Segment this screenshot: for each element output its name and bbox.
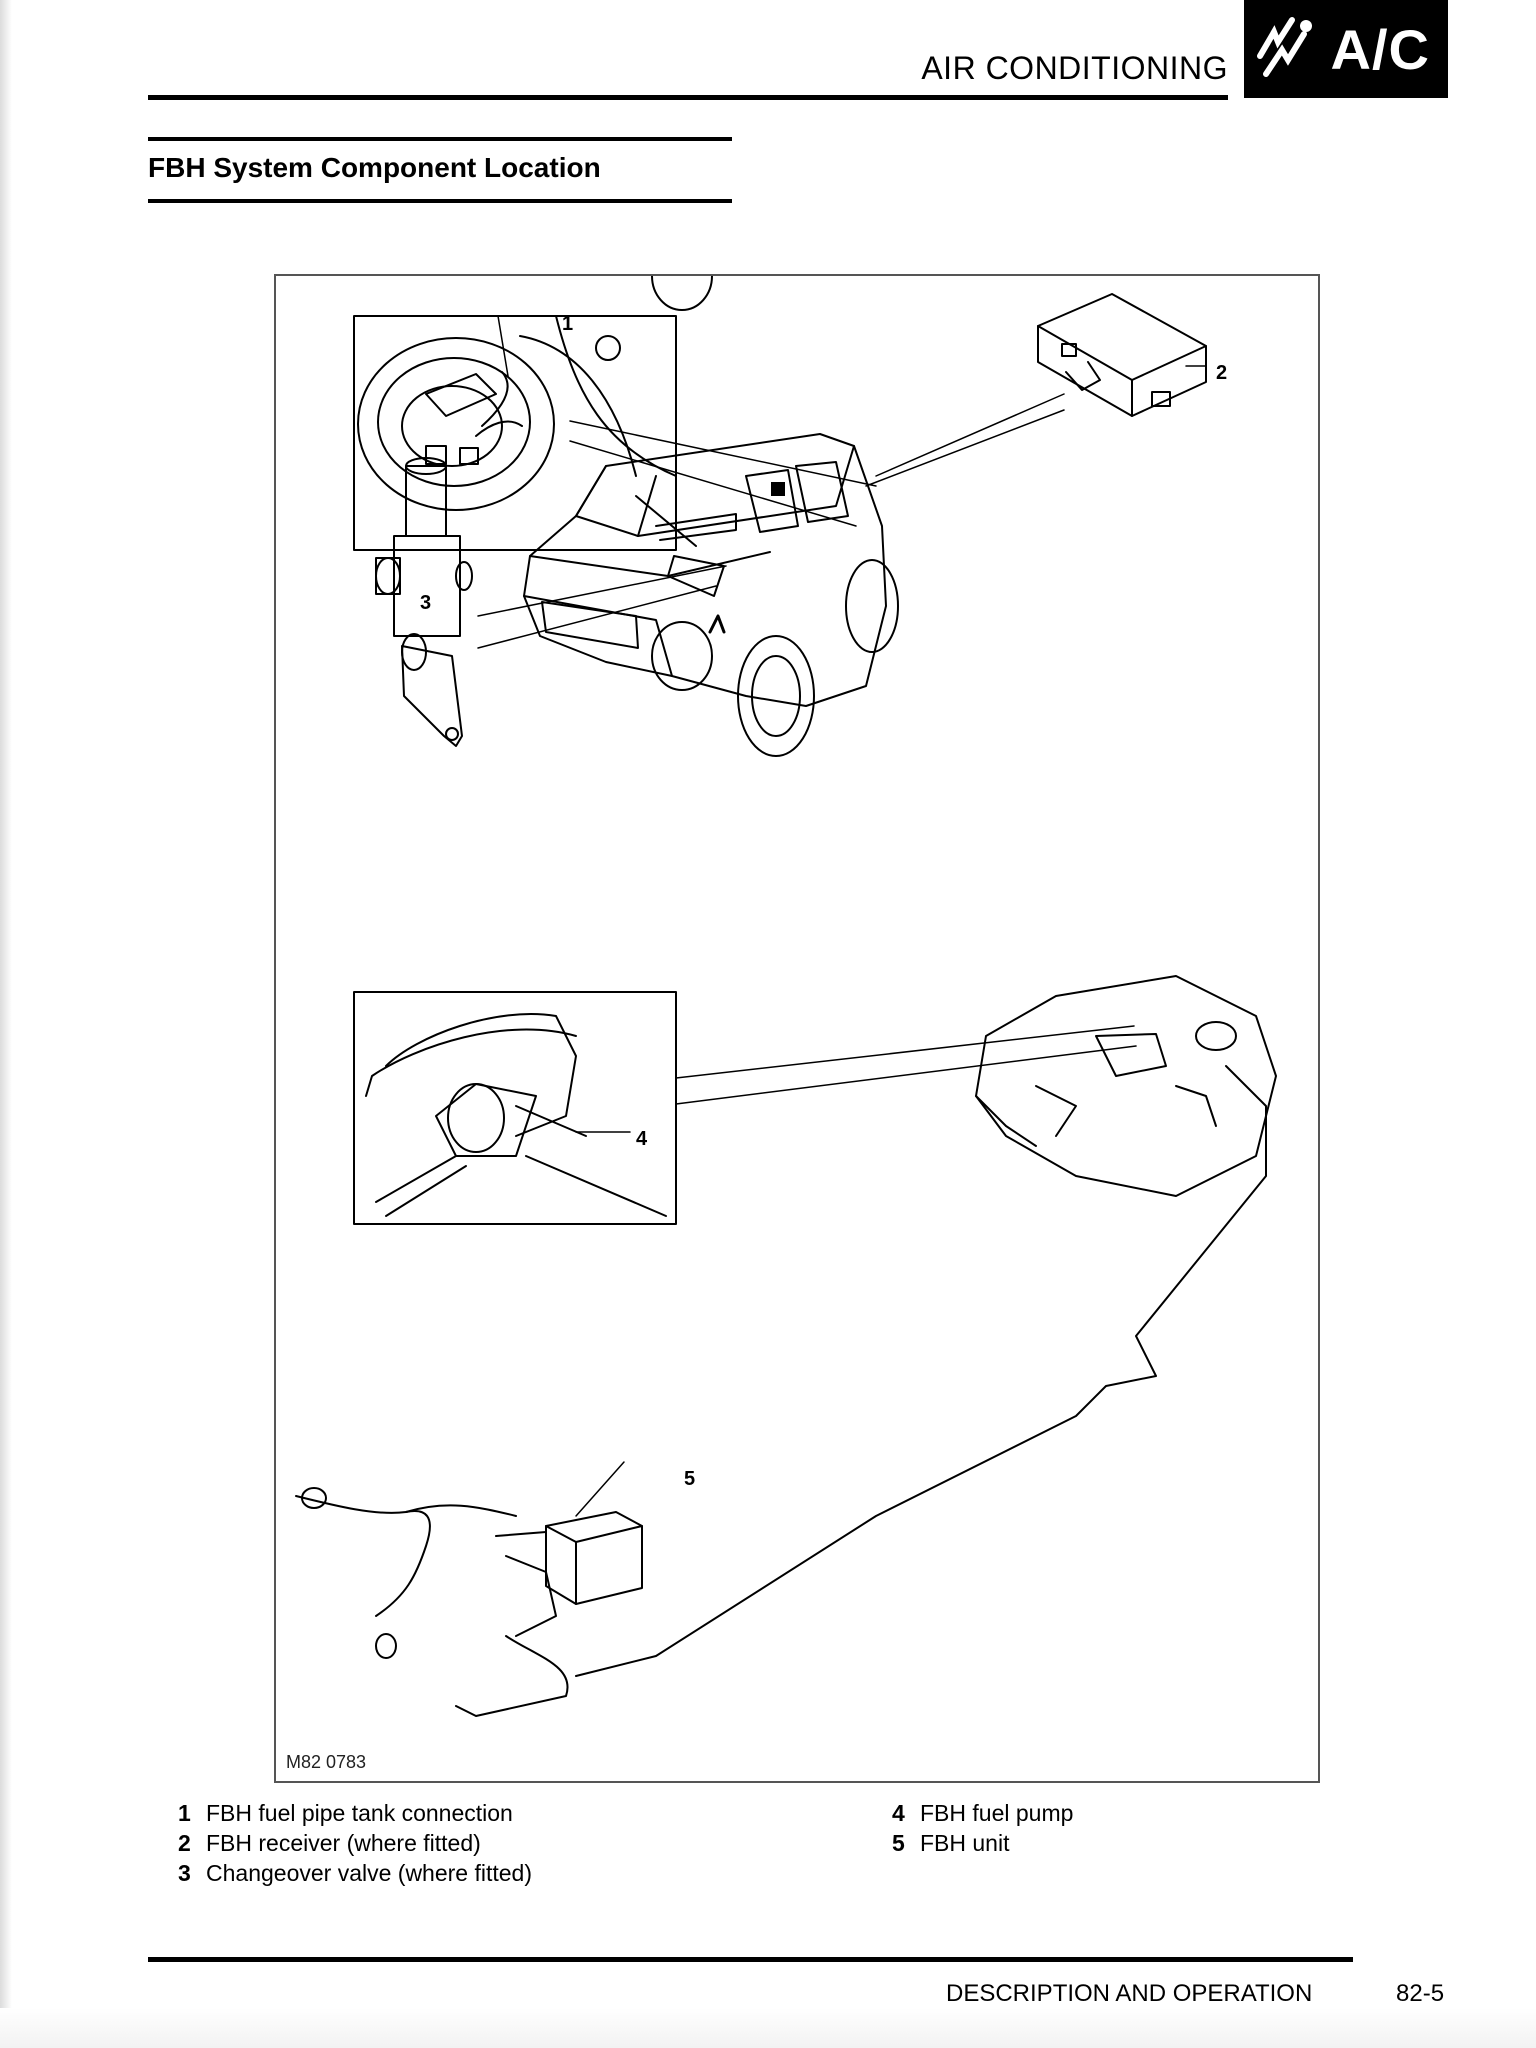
fuel-tank-drawing	[975, 975, 1277, 1197]
callout-5: 5	[684, 1468, 696, 1490]
page-edge-shadow	[0, 0, 12, 2048]
legend-item: 1 FBH fuel pipe tank connection	[178, 1800, 513, 1827]
legend-text: FBH fuel pipe tank connection	[206, 1800, 513, 1826]
legend-text: FBH unit	[920, 1830, 1010, 1856]
footer-text: DESCRIPTION AND OPERATION	[946, 1980, 1313, 2007]
header-rule	[148, 95, 1228, 100]
legend-number: 4	[892, 1800, 905, 1826]
legend-number: 5	[892, 1830, 905, 1856]
callout-2: 2	[1216, 362, 1228, 384]
figure-id: M82 0783	[286, 1752, 367, 1772]
callout-3: 3	[420, 592, 432, 614]
changeover-valve-drawing	[375, 457, 473, 747]
legend-item: 5 FBH unit	[892, 1830, 1009, 1857]
line-drawing	[295, 276, 1277, 1717]
inset-fuel-pump	[353, 991, 677, 1225]
legend-text: FBH fuel pump	[920, 1800, 1074, 1826]
heading-rule-top	[148, 137, 732, 141]
component-location-figure: 1 2 3 4 5 M82 0783	[274, 274, 1320, 1783]
heading-rule-bottom	[148, 199, 732, 203]
section-code: A/C	[1330, 17, 1430, 81]
legend-item: 4 FBH fuel pump	[892, 1800, 1073, 1827]
fbh-receiver-drawing	[1037, 293, 1207, 417]
page-bottom-fade	[0, 2008, 1536, 2048]
vehicle-drawing	[523, 276, 899, 757]
legend-item: 2 FBH receiver (where fitted)	[178, 1830, 481, 1857]
section-heading: FBH System Component Location	[148, 152, 601, 183]
legend-number: 3	[178, 1860, 191, 1886]
callout-4: 4	[636, 1128, 648, 1150]
legend-text: FBH receiver (where fitted)	[206, 1830, 481, 1856]
fuel-line	[575, 1065, 1267, 1677]
fbh-unit-drawing	[295, 1487, 643, 1717]
leader-lines	[477, 315, 1207, 1517]
legend-number: 2	[178, 1830, 191, 1856]
footer-rule	[148, 1957, 1353, 1962]
legend-text: Changeover valve (where fitted)	[206, 1860, 532, 1886]
legend-number: 1	[178, 1800, 191, 1826]
air-conditioning-icon	[1257, 17, 1312, 77]
inset-fuel-tank-connection	[353, 315, 677, 551]
header-title: AIR CONDITIONING	[921, 50, 1228, 86]
legend-item: 3 Changeover valve (where fitted)	[178, 1860, 532, 1887]
callout-1: 1	[562, 313, 574, 335]
section-badge: A/C	[1244, 0, 1448, 98]
page-number: 82-5	[1396, 1980, 1445, 2007]
